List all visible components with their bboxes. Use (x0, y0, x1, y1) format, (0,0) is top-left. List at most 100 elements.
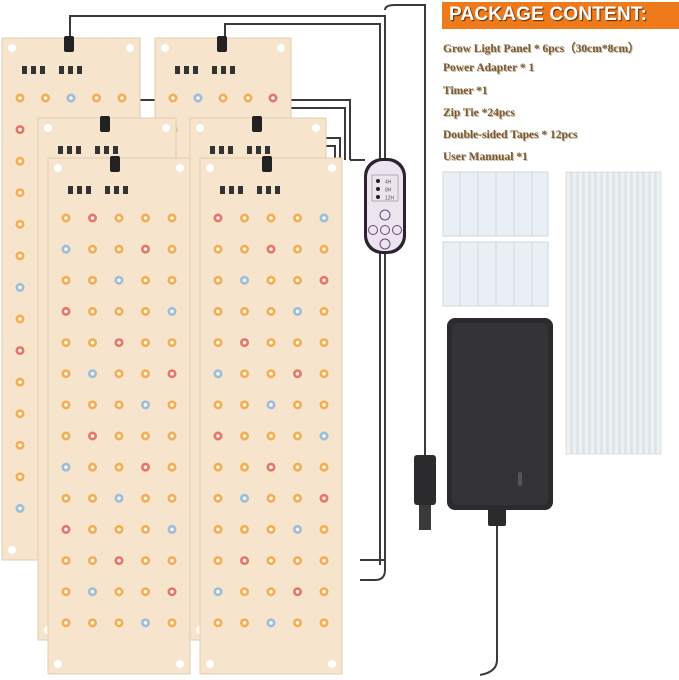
zip-tie (571, 171, 578, 455)
led-center (216, 621, 220, 625)
led-center (295, 621, 300, 625)
zip-tie (613, 171, 620, 455)
led-center (90, 309, 95, 314)
package-item: User Mannual *1 (443, 151, 528, 164)
led-center (242, 371, 247, 376)
led-center (170, 621, 174, 625)
banner-title: PACKAGE CONTENT: (449, 4, 648, 25)
led-center (117, 496, 121, 501)
grow-light-panels (1, 36, 343, 675)
led-center (64, 434, 68, 438)
led-center (269, 527, 273, 532)
led-center (216, 527, 220, 532)
cable (69, 15, 386, 561)
led-center (170, 371, 174, 376)
led-center (295, 558, 300, 563)
zip-tie (601, 171, 608, 455)
led-center (117, 278, 121, 283)
timer-mode-button[interactable] (379, 209, 391, 221)
led-center (143, 496, 148, 501)
led-center (170, 465, 174, 469)
led-center (170, 278, 174, 283)
led-center (221, 96, 225, 100)
led-center (143, 465, 148, 469)
led-center (117, 340, 121, 345)
led-center (170, 340, 174, 345)
package-item: Double-sided Tapes * 12pcs (443, 129, 578, 142)
led-center (295, 340, 300, 345)
led-center (295, 247, 300, 251)
led-center (143, 434, 148, 438)
led-center (90, 216, 95, 220)
led-center (269, 403, 273, 407)
led-center (269, 558, 273, 563)
led-center (269, 309, 273, 314)
led-center (269, 621, 273, 625)
led-center (216, 465, 220, 469)
led-center (117, 403, 121, 407)
led-center (90, 621, 95, 625)
led-center (242, 403, 247, 407)
led-center (269, 465, 273, 469)
timer-mode-indicator (376, 179, 380, 183)
led-center (170, 558, 174, 563)
led-center (269, 216, 273, 220)
led-center (322, 527, 326, 532)
led-center (64, 309, 68, 314)
led-center (170, 434, 174, 438)
led-center (322, 465, 326, 469)
led-center (170, 589, 174, 594)
led-center (18, 443, 22, 448)
timer-dim-down-button[interactable] (368, 225, 378, 235)
led-center (143, 589, 148, 594)
led-center (216, 340, 220, 345)
timer-mode-indicator (376, 187, 380, 191)
led-center (90, 340, 95, 345)
led-center (64, 247, 68, 251)
led-center (64, 558, 68, 563)
led-center (18, 96, 22, 100)
connector (100, 116, 110, 132)
led-center (216, 216, 220, 220)
adapter-cable (479, 525, 498, 676)
package-item: Timer *1 (443, 84, 488, 97)
led-center (196, 96, 200, 100)
timer-power-button[interactable] (379, 238, 391, 250)
led-center (242, 465, 247, 469)
led-center (216, 371, 220, 376)
package-item: Zip Tie *24pcs (443, 106, 515, 119)
led-center (242, 496, 247, 501)
package-content-list: Grow Light Panel * 6pcs（30cm*8cm） Power … (443, 40, 640, 174)
led-center (143, 340, 148, 345)
led-center (216, 403, 220, 407)
led-center (117, 371, 121, 376)
led-center (143, 247, 148, 251)
led-center (170, 527, 174, 532)
led-center (143, 621, 148, 625)
led-center (170, 247, 174, 251)
led-center (64, 403, 68, 407)
package-content-banner: PACKAGE CONTENT: (442, 2, 679, 29)
dc-plug (414, 455, 436, 530)
led-center (64, 621, 68, 625)
timer-timer-button[interactable] (380, 225, 390, 235)
led-center (216, 247, 220, 251)
led-center (170, 216, 174, 220)
led-center (271, 96, 275, 100)
led-center (242, 621, 247, 625)
led-center (90, 465, 95, 469)
led-center (18, 475, 22, 479)
led-center (90, 527, 95, 532)
led-center (322, 403, 326, 407)
led-center (143, 558, 148, 563)
timer-dim-up-button[interactable] (392, 225, 402, 235)
led-center (143, 371, 148, 376)
cable (360, 455, 386, 581)
double-sided-tapes (442, 171, 549, 307)
led-center (295, 371, 300, 376)
led-center (295, 434, 300, 438)
led-center (242, 527, 247, 532)
led-center (216, 558, 220, 563)
